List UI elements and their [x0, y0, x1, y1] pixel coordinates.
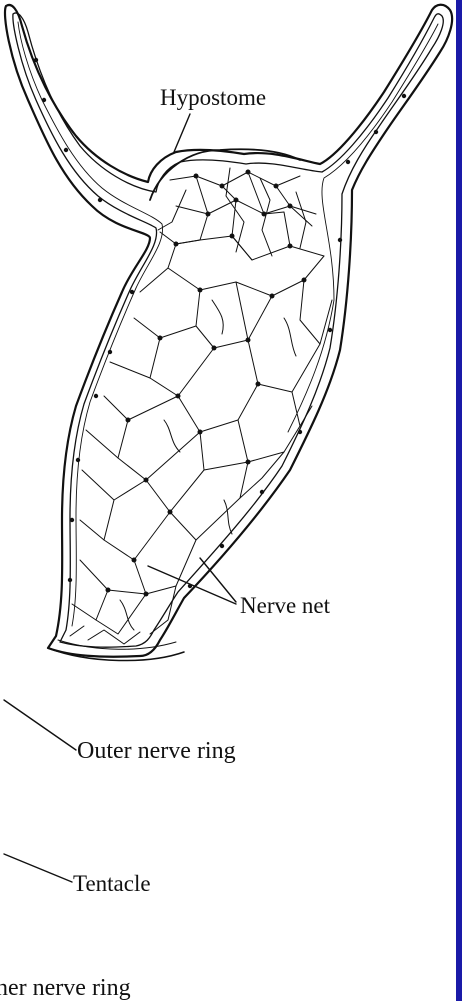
nerve-net-leader-a [200, 558, 236, 602]
outer-nerve-ring-label: Outer nerve ring [77, 739, 236, 763]
hypostome-label: Hypostome [160, 86, 266, 109]
hypostome-region [150, 149, 300, 200]
outer-ring-leader [4, 700, 76, 750]
tentacle-label: Tentacle [73, 872, 151, 895]
nerve-net-lines [70, 168, 332, 644]
blue-frame-border [456, 0, 462, 1001]
nerve-net-label: Nerve net [240, 594, 330, 617]
tentacle-leader [4, 854, 72, 882]
inner-nerve-ring-label: ner nerve ring [0, 976, 131, 1000]
leader-lines [4, 114, 236, 882]
hypostome-leader [174, 114, 190, 152]
